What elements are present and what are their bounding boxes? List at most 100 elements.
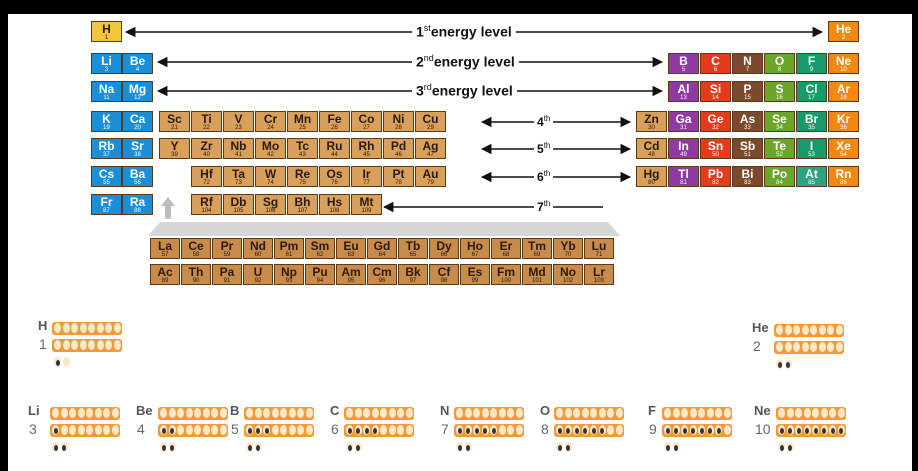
electron-slot <box>388 425 396 435</box>
element-symbol: Cd <box>643 139 660 153</box>
element-symbol: Cr <box>263 112 278 126</box>
electron-slot <box>715 425 722 435</box>
atomic-number: 57 <box>161 252 169 258</box>
atomic-number: 46 <box>395 152 402 158</box>
electron-slot <box>54 357 61 367</box>
element-symbol: Es <box>467 265 483 279</box>
element-symbol: Xe <box>836 139 851 153</box>
level-number: 7 <box>537 200 544 214</box>
element-symbol: Zr <box>200 139 213 153</box>
shell-row <box>344 441 382 454</box>
electron-dot <box>557 428 562 434</box>
electron-slot <box>812 408 819 418</box>
atomic-number: 62 <box>316 252 324 258</box>
atomic-number: 63 <box>347 252 355 258</box>
element-symbol: Pm <box>279 239 299 253</box>
electron-slot <box>490 408 497 418</box>
level-number: 2 <box>416 53 424 70</box>
electron-slot <box>786 425 794 435</box>
electron-slot <box>818 342 826 352</box>
electron-slot <box>706 425 714 435</box>
electron-slot <box>803 408 811 418</box>
electron-slot <box>498 408 506 418</box>
electron-slot <box>194 408 201 418</box>
electron-dot <box>161 445 166 451</box>
electron-slot <box>784 359 792 369</box>
atomic-number: 66 <box>440 252 448 258</box>
electron-slot <box>607 425 614 435</box>
atomic-number: 107 <box>297 208 308 214</box>
shell-row <box>776 441 814 454</box>
panel-number: 3 <box>29 421 37 437</box>
electron-slot <box>52 408 59 418</box>
atomic-number: 14 <box>712 95 719 101</box>
electron-slot <box>177 408 184 418</box>
electron-slot <box>689 425 697 435</box>
atomic-number: 45 <box>363 152 370 158</box>
element-symbol: Al <box>677 82 690 96</box>
atomic-number: 22 <box>203 125 210 131</box>
energy-level-label-3: 3rdenergy level <box>412 82 517 99</box>
element-symbol: Ti <box>201 112 212 126</box>
electron-slot <box>88 323 95 333</box>
electron-slot <box>103 408 110 418</box>
electron-slot <box>795 408 802 418</box>
electron-dot <box>699 428 704 434</box>
element-symbol: Rb <box>98 139 115 153</box>
level-number: 6 <box>537 170 544 184</box>
electron-slot <box>607 408 614 418</box>
shell-row <box>662 407 732 420</box>
electron-slot <box>354 442 362 452</box>
electron-dot <box>474 428 479 434</box>
electron-slot <box>681 408 688 418</box>
electron-slot <box>556 408 563 418</box>
element-symbol: I <box>809 139 814 153</box>
atomic-number: 54 <box>840 152 847 158</box>
atomic-number: 8 <box>777 67 782 73</box>
electron-dot <box>53 445 58 451</box>
atomic-number: 61 <box>285 252 293 258</box>
element-symbol: Os <box>326 167 343 181</box>
element-symbol: Pt <box>392 167 405 181</box>
element-symbol: Pa <box>219 265 235 279</box>
atomic-number: 108 <box>329 208 340 214</box>
electron-slot <box>598 408 606 418</box>
atomic-number: 83 <box>744 180 751 186</box>
element-symbol: V <box>234 112 243 126</box>
electron-slot <box>105 340 112 350</box>
element-symbol: Lr <box>593 265 605 279</box>
atomic-number: 17 <box>808 95 815 101</box>
element-symbol: Sc <box>167 112 182 126</box>
electron-dot <box>788 428 792 434</box>
element-symbol: In <box>678 139 689 153</box>
atomic-number: 92 <box>254 278 262 284</box>
atomic-number: 3 <box>104 67 109 73</box>
element-symbol: Hg <box>643 167 660 181</box>
energy-level-arrows <box>124 26 824 236</box>
element-symbol: Db <box>230 195 247 209</box>
element-symbol: Fr <box>100 195 113 209</box>
atomic-number: 9 <box>809 67 814 73</box>
element-symbol: Ar <box>836 82 851 96</box>
panel-symbol: Be <box>136 403 153 418</box>
atomic-number: 88 <box>134 208 141 214</box>
element-symbol: Ne <box>835 54 852 68</box>
element-symbol: Pu <box>312 265 328 279</box>
atomic-number: 72 <box>203 180 210 186</box>
element-symbol: La <box>157 239 172 253</box>
electron-slot <box>96 340 104 350</box>
electron-slot <box>672 408 680 418</box>
atomic-number: 106 <box>265 208 276 214</box>
element-symbol: Te <box>772 139 787 153</box>
element-symbol: Ir <box>362 167 371 181</box>
atomic-number: 64 <box>378 252 386 258</box>
